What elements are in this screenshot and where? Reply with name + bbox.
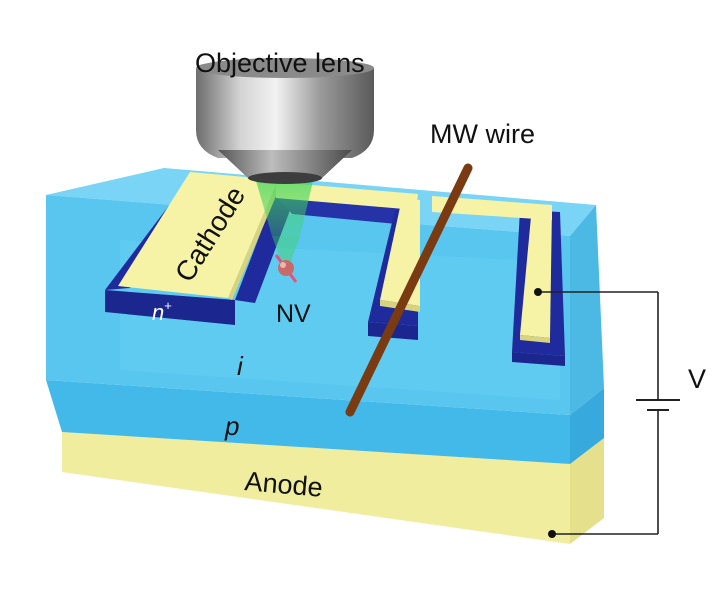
anode-layer <box>62 432 604 544</box>
p-layer <box>46 380 604 464</box>
n-plus-superscript: + <box>164 298 172 313</box>
objective-lens-label: Objective lens <box>195 48 365 78</box>
mw-wire-label: MW wire <box>430 119 535 149</box>
p-layer-label: p <box>224 411 239 441</box>
n-plus-label: n+ <box>152 298 172 325</box>
anode-contact-dot <box>548 530 556 538</box>
anode-label: Anode <box>243 466 323 503</box>
voltage-label: V <box>688 364 706 394</box>
mw-wire[interactable] <box>345 163 473 417</box>
bias-circuit <box>538 291 680 535</box>
i-layer-label: i <box>237 351 244 381</box>
n-plus-base: n <box>152 300 164 325</box>
objective-lens <box>196 58 374 184</box>
nv-label: NV <box>276 300 311 328</box>
cathode-contact-dot <box>534 288 542 296</box>
nv-center <box>274 254 298 283</box>
